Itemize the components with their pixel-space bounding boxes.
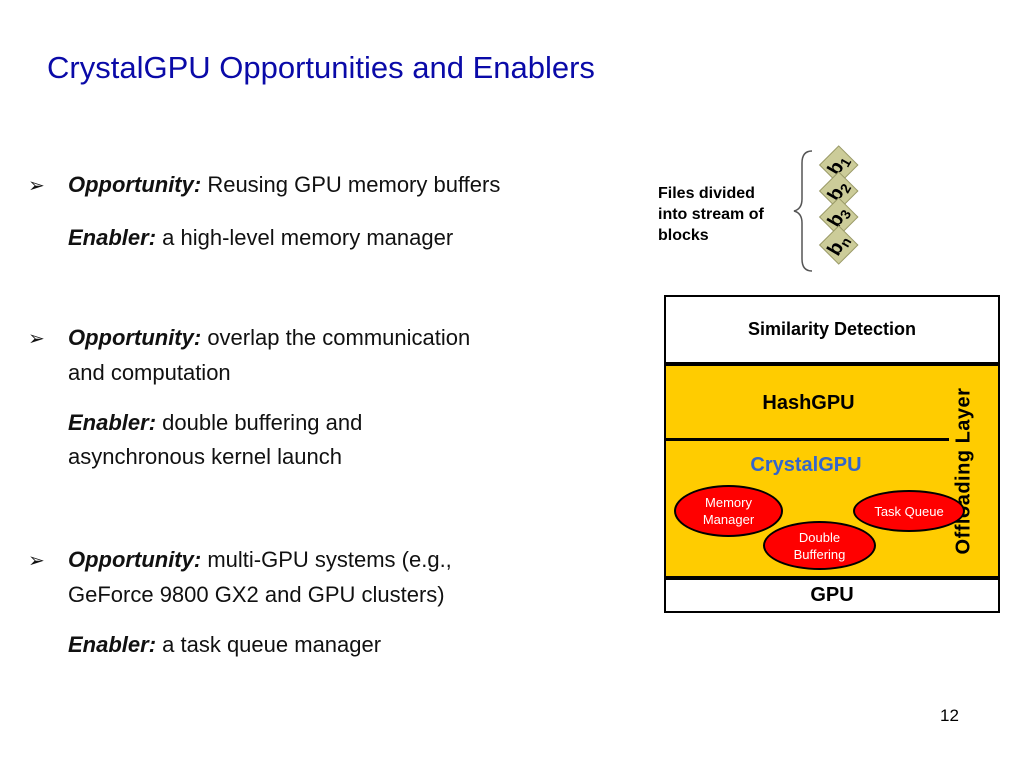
opportunity-text: multi-GPU systems (e.g., [201,547,452,572]
bullet-2: ➢Opportunity: overlap the communication … [28,321,648,474]
bullet-2-enabler-cont: asynchronous kernel launch [68,444,342,469]
file-blocks-graphic: b1 b2 b3 bn [793,145,859,272]
memory-manager-line: Memory [705,495,752,510]
arrow-bullet-icon: ➢ [28,550,45,572]
bullet-2-opportunity: ➢ Opportunity: overlap the communication [28,321,648,356]
bullet-2-opportunity-cont: and computation [68,360,231,385]
memory-manager-line: Manager [702,512,755,527]
hashgpu-label: HashGPU [762,392,855,414]
opportunity-text: overlap the communication [201,325,471,350]
block-b1: b1 [818,145,859,185]
opportunity-label: Opportunity: [68,547,202,572]
enabler-text: a high-level memory manager [156,225,454,250]
architecture-diagram: Similarity Detection HashGPU CrystalGPU … [664,295,1000,613]
page-number: 12 [940,706,959,725]
double-buffering-line: Buffering [793,546,846,562]
offloading-layer-box: HashGPU CrystalGPU Offloading Layer Memo… [664,364,1000,578]
bullet-3-enabler: Enabler: a task queue manager [28,628,648,662]
similarity-detection-box: Similarity Detection [664,295,1000,364]
hashgpu-divider [666,438,949,441]
slide-title: CrystalGPU Opportunities and Enablers [47,50,595,85]
enabler-text: double buffering and [156,410,363,435]
gpu-box: GPU [664,578,1000,613]
bullet-3-opportunity-cont: GeForce 9800 GX2 and GPU clusters) [68,582,445,607]
enabler-label: Enabler: [68,632,157,657]
enabler-text: a task queue manager [156,632,382,657]
arrow-bullet-icon: ➢ [28,328,45,350]
double-buffering-node: Double Buffering [763,521,876,570]
arrow-bullet-icon: ➢ [28,175,45,197]
bullet-2-enabler: Enabler: double buffering and [28,406,648,440]
memory-manager-node: Memory Manager [674,485,783,537]
enabler-label: Enabler: [68,225,157,250]
brace-icon [793,150,813,272]
bullet-1-enabler: Enabler: a high-level memory manager [28,221,648,255]
files-label-line: Files divided [658,185,755,202]
block-bn: bn [818,225,859,265]
task-queue-node: Task Queue [853,490,965,532]
bullet-3: ➢ Opportunity: multi-GPU systems (e.g., G… [28,543,648,662]
files-label-line: into stream of [658,206,764,223]
bullet-1-opportunity: ➢ Opportunity: Reusing GPU memory buffers [28,168,648,203]
files-label: Files divided into stream of blocks [658,183,798,246]
double-buffering-line: Double [798,529,841,545]
opportunity-text: Reusing GPU memory buffers [201,172,501,197]
offloading-layer-label: Offloading Layer [952,387,975,555]
block-b3: b3 [818,197,859,237]
block-b2: b2 [818,171,859,211]
files-label-line: blocks [658,227,709,244]
opportunity-label: Opportunity: [68,325,202,350]
enabler-label: Enabler: [68,410,157,435]
bullet-3-opportunity: ➢ Opportunity: multi-GPU systems (e.g., [28,543,648,578]
crystalgpu-label: CrystalGPU [750,454,862,476]
bullet-1: ➢ Opportunity: Reusing GPU memory buffers… [28,168,648,255]
opportunity-label: Opportunity: [68,172,202,197]
